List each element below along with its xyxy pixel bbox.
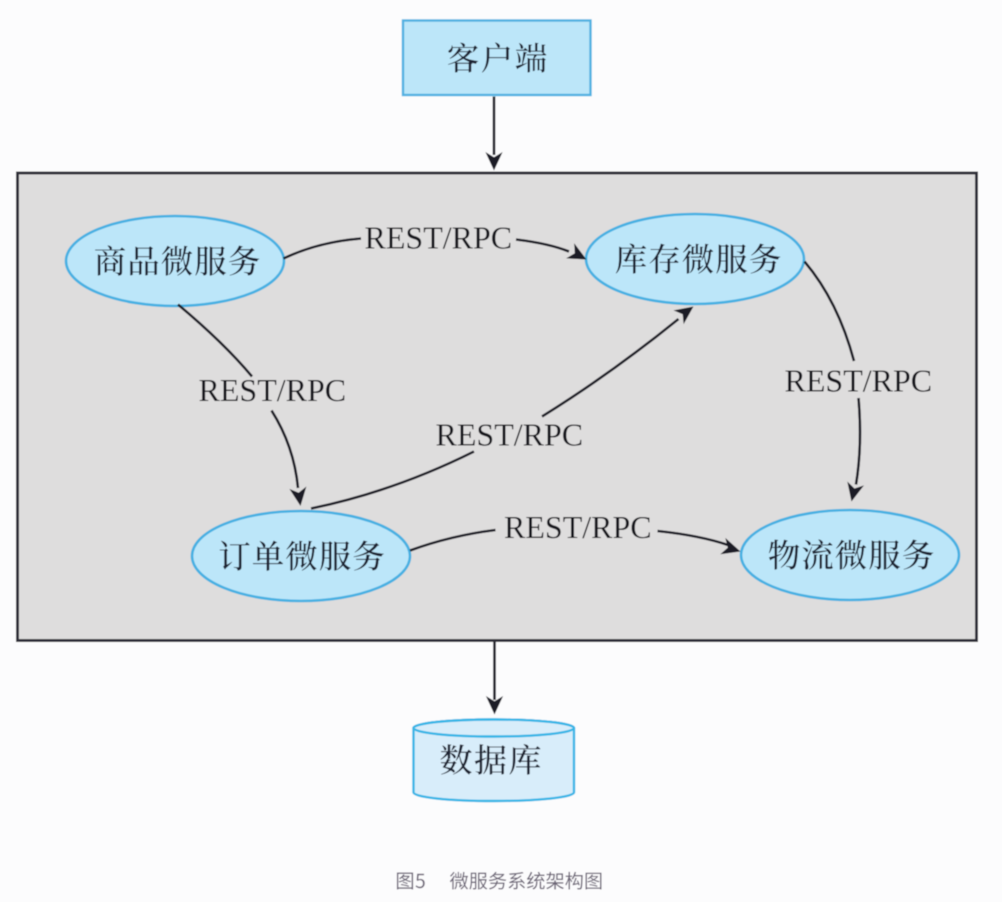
svg-text:REST/RPC: REST/RPC [436, 417, 584, 453]
svg-text:REST/RPC: REST/RPC [365, 220, 513, 256]
svg-text:REST/RPC: REST/RPC [199, 372, 347, 408]
svg-text:REST/RPC: REST/RPC [785, 363, 933, 399]
svg-text:REST/RPC: REST/RPC [504, 509, 652, 545]
